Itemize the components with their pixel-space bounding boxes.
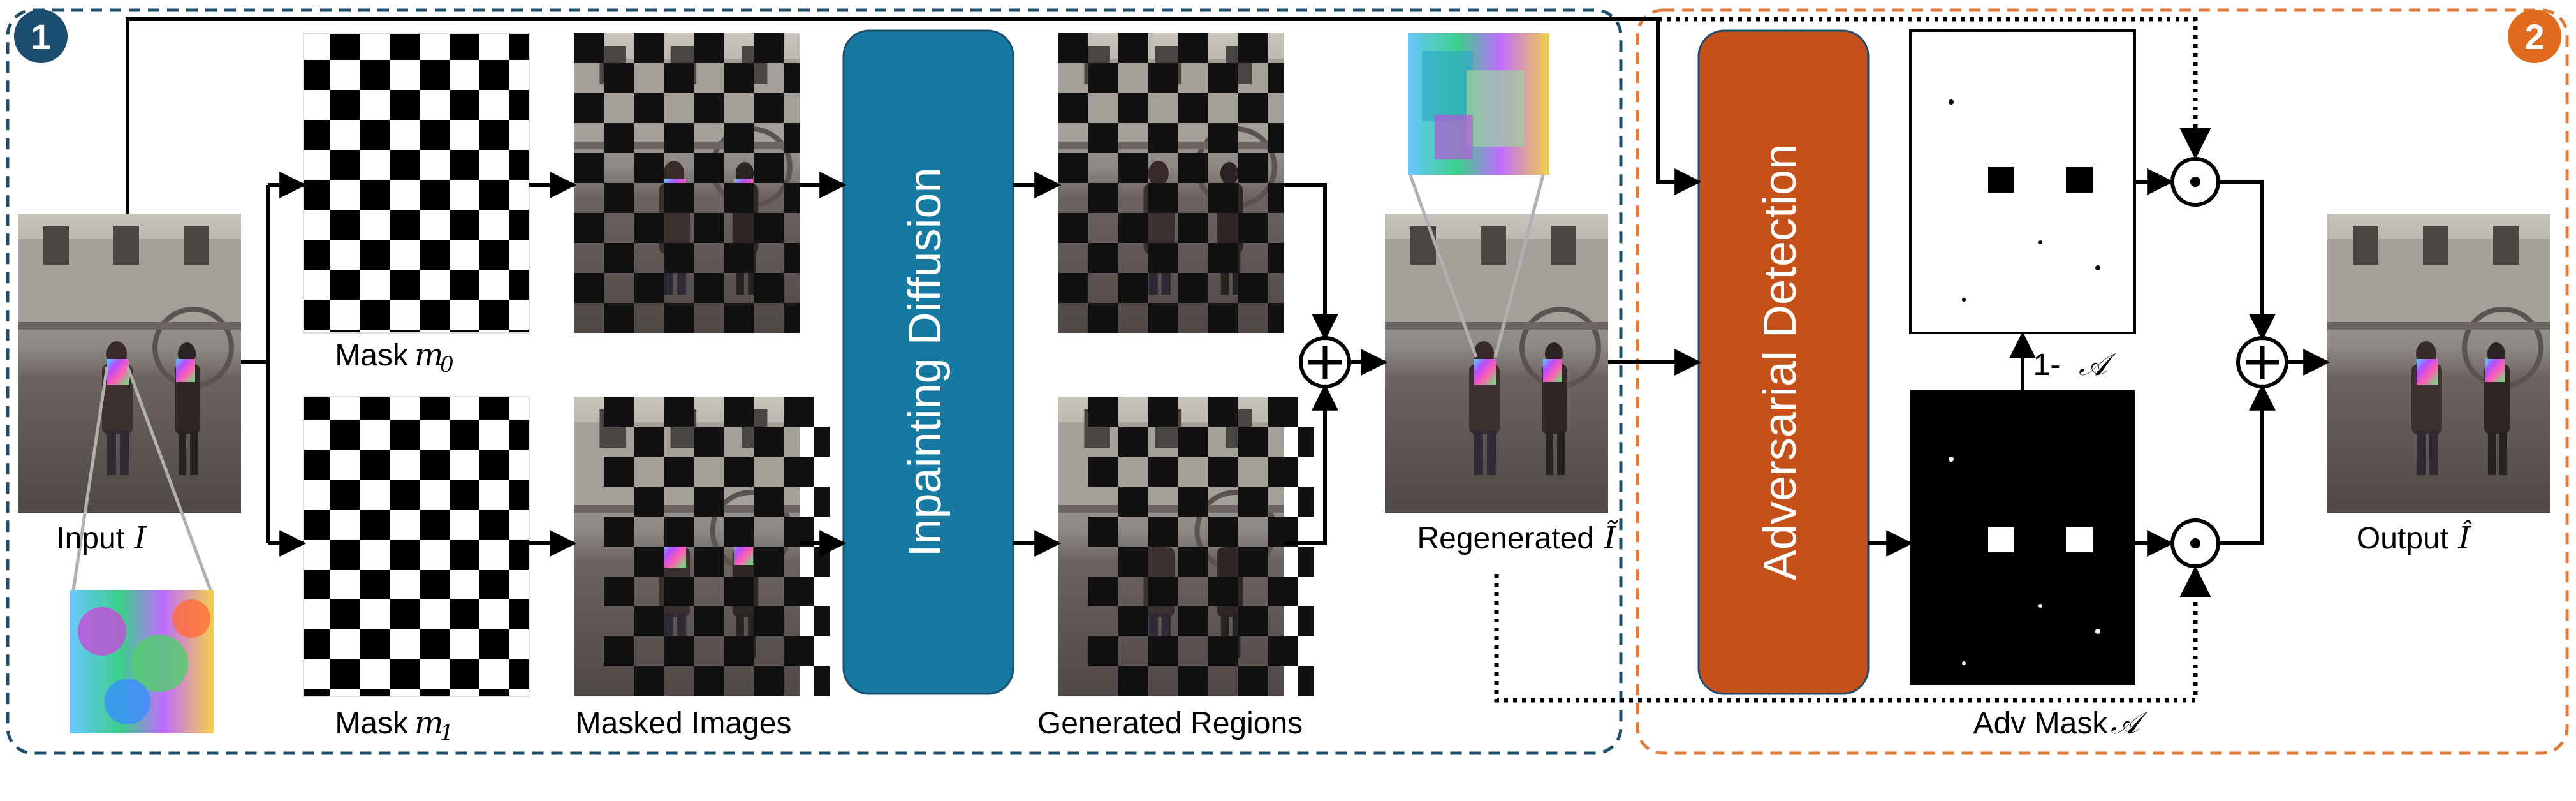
masked-image-1 [574,397,830,696]
dot-operator-bottom [2170,518,2220,568]
regenerated-image [1385,214,1608,513]
regenerated-zoom-patch [1408,33,1549,358]
masked-image-0 [574,33,800,333]
inpainting-diffusion-box [842,29,1014,695]
input-symbol: I [134,520,147,556]
mask-m0-label: Mask [335,339,409,372]
output-image [2327,214,2550,513]
masked-images-label: Masked Images [576,707,792,740]
adversarial-detection-label: Adversarial Detection [1755,144,1806,580]
regenerated-symbol: Ĩ [1604,520,1619,556]
input-image [18,214,241,513]
svg-text:2: 2 [2524,17,2544,57]
mask-m1-sub: 1 [440,720,454,746]
adv-mask [1910,390,2135,685]
mask-m0-sub: 0 [440,352,454,378]
adv-mask-symbol: 𝒜 [2111,705,2148,741]
inverse-adv-mask [1909,29,2136,334]
mask-m1-symbol: m [414,705,444,741]
dotted-connectors [1494,17,2211,703]
generated-regions-label: Generated Regions [1037,707,1303,740]
plus-operator-stage1 [1299,336,1351,388]
output-symbol: Î [2458,520,2473,556]
input-zoom-patch [70,366,214,733]
svg-text:1: 1 [31,17,50,57]
regenerated-label: Regenerated [1417,522,1594,555]
mask-m0 [303,33,530,334]
output-label: Output [2357,522,2448,555]
plus-operator-stage2 [2236,336,2288,388]
mask-m1-label: Mask [335,707,409,740]
stage2-badge: 2 [2508,10,2561,63]
dot-operator-top [2170,157,2220,207]
inpainting-diffusion-label: Inpainting Diffusion [900,167,951,557]
adv-mask-label: Adv Mask [1973,707,2109,740]
inverse-adv-mask-label: 1- [2033,348,2061,382]
generated-region-1 [1058,397,1314,696]
inverse-adv-mask-symbol: 𝒜 [2079,347,2116,383]
mask-m1 [303,396,530,697]
generated-region-0 [1058,33,1284,333]
stage1-badge: 1 [14,10,68,63]
mask-m0-symbol: m [414,337,444,373]
input-label: Input [56,522,124,555]
stage2-container [1636,8,2569,755]
